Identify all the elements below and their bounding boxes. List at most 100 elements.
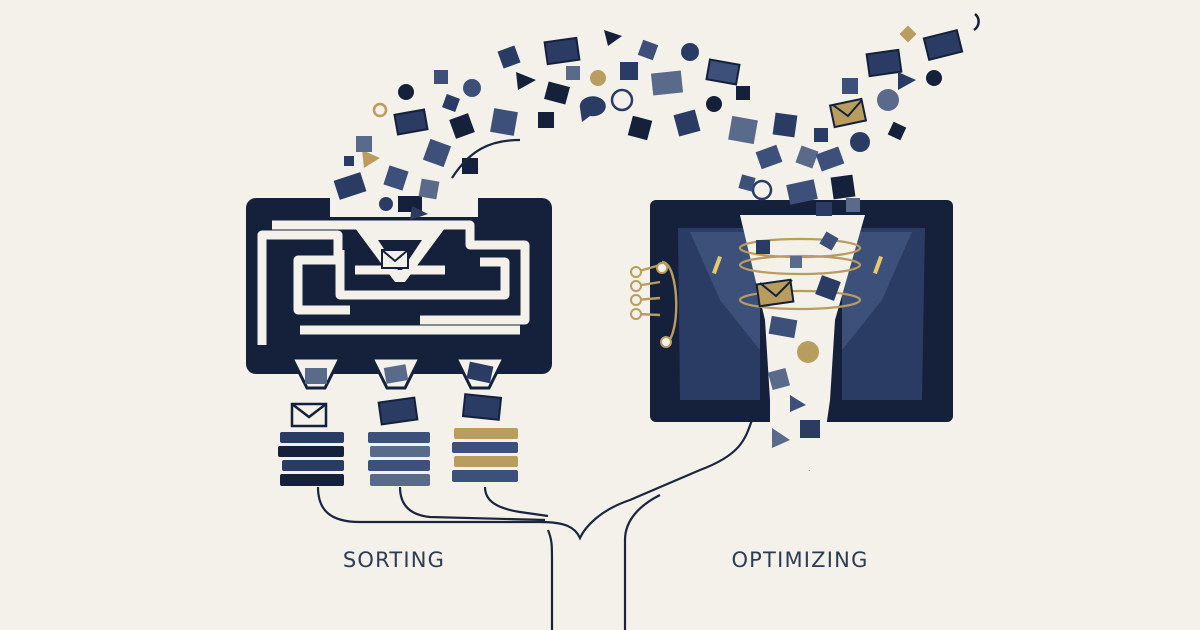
square-icon: [830, 174, 856, 200]
envelope-icon: [705, 58, 741, 86]
square-icon: [815, 275, 841, 301]
indicator-light: [873, 255, 883, 275]
square-icon: [756, 240, 770, 254]
stack-layer: [280, 474, 344, 486]
sorting-channel: [335, 250, 510, 300]
triangle-icon: [410, 206, 428, 220]
square-icon: [772, 112, 798, 138]
envelope-icon: [466, 361, 494, 384]
square-icon: [538, 112, 554, 128]
circle-icon: [630, 294, 642, 306]
connector-line: [546, 529, 554, 630]
square-icon: [899, 25, 917, 43]
stack-icon: [452, 393, 518, 482]
flying-items: [333, 13, 980, 220]
square-icon: [462, 158, 478, 174]
optimizing-machine: [630, 200, 953, 470]
stack-layer: [370, 474, 430, 486]
connector-line: [483, 486, 549, 518]
envelope-icon: [650, 70, 684, 96]
envelope-icon: [393, 108, 429, 136]
circle-icon: [751, 179, 773, 201]
envelope-icon: [786, 179, 818, 205]
ring: [738, 289, 862, 311]
square-icon: [627, 115, 653, 141]
triangle-icon: [772, 428, 790, 448]
circle-icon: [850, 132, 870, 152]
stack-layer: [282, 460, 344, 471]
circle-icon: [706, 96, 722, 112]
square-icon: [767, 367, 791, 391]
circle-icon: [590, 70, 606, 86]
envelope-icon: [377, 396, 419, 426]
square-icon: [637, 39, 659, 61]
square-icon: [728, 115, 758, 145]
square-icon: [814, 128, 828, 142]
triangle-icon: [516, 72, 536, 90]
circle-icon: [372, 102, 388, 118]
circle-icon: [656, 262, 668, 274]
stack-layer: [452, 470, 518, 482]
square-icon: [497, 45, 521, 69]
indicator-light: [712, 255, 722, 275]
envelope-flap: [759, 279, 793, 298]
envelope-flap: [832, 99, 863, 118]
sorting-machine: [246, 195, 552, 390]
sorting-label: SORTING: [342, 548, 446, 572]
circle-icon: [877, 89, 899, 111]
square-icon: [434, 70, 448, 84]
square-icon: [738, 174, 756, 192]
envelope-icon: [768, 315, 798, 339]
circle-icon: [630, 308, 642, 320]
square-icon: [815, 146, 845, 172]
circle-icon: [610, 88, 634, 112]
square-icon: [819, 231, 839, 251]
triangle-icon: [362, 150, 380, 168]
square-icon: [790, 256, 802, 268]
square-icon: [449, 113, 475, 139]
stack-layer: [368, 432, 430, 443]
square-icon: [422, 138, 452, 168]
stack-layer: [454, 456, 518, 467]
circle-icon: [379, 197, 393, 211]
square-icon: [620, 62, 638, 80]
stack-layer: [278, 446, 344, 457]
circle-icon: [463, 79, 481, 97]
sorted-stacks: [278, 393, 518, 486]
sorting-channel: [272, 220, 530, 325]
circle-icon: [630, 266, 642, 278]
envelope-flap: [381, 249, 409, 263]
square-icon: [544, 81, 570, 105]
circle-icon: [926, 70, 942, 86]
square-icon: [842, 78, 858, 94]
circle-icon: [630, 280, 642, 292]
square-icon: [800, 420, 820, 438]
optimizing-label: OPTIMIZING: [731, 548, 869, 572]
connector-line: [623, 494, 661, 630]
triangle-icon: [604, 30, 622, 46]
stack-layer: [370, 446, 430, 457]
connector-line: [398, 486, 546, 522]
speech-bubble-icon: [579, 96, 606, 122]
stack-layer: [280, 432, 344, 443]
triangle-icon: [898, 72, 916, 90]
circle-icon: [398, 84, 414, 100]
square-icon: [846, 198, 860, 212]
triangle-icon: [790, 395, 806, 412]
stack-icon: [278, 402, 344, 486]
stack-layer: [454, 428, 518, 439]
square-icon: [344, 156, 354, 166]
circle-icon: [681, 43, 699, 61]
optimizing-funnel-inner: [842, 232, 912, 350]
sparkle-arc: [973, 13, 980, 32]
square-icon: [795, 145, 819, 169]
envelope-icon: [383, 364, 409, 384]
flow-curve: [451, 138, 521, 179]
envelope-icon: [865, 48, 903, 78]
square-icon: [490, 108, 518, 136]
stack-layer: [368, 460, 430, 471]
envelope-icon: [333, 172, 367, 200]
envelope-icon: [543, 36, 581, 66]
